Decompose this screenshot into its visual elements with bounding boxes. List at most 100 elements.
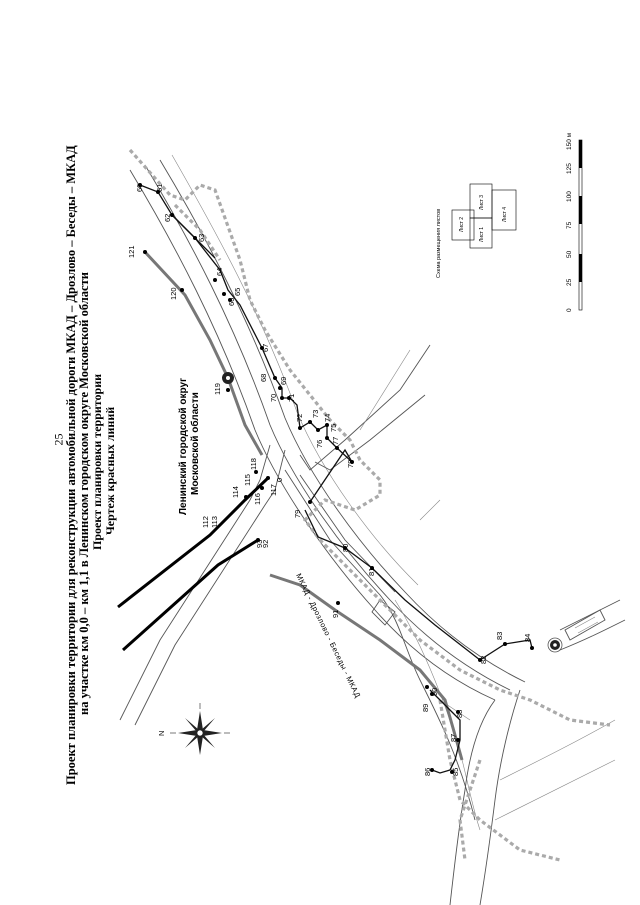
control-point — [266, 476, 270, 480]
sheet-label: Лист 3 — [479, 195, 485, 210]
project-boundary — [128, 148, 611, 862]
control-point — [180, 288, 184, 292]
control-point — [244, 495, 248, 499]
control-point — [456, 710, 460, 714]
control-point — [156, 190, 160, 194]
control-point — [260, 486, 264, 490]
control-point — [336, 601, 340, 605]
point-label: 77 — [331, 437, 340, 445]
point-label: 112 — [201, 516, 210, 528]
control-point — [503, 642, 507, 646]
scale-bar: 0 25 50 75 100 125 150 м — [566, 132, 583, 312]
scale-tick: 100 — [566, 191, 573, 202]
sheet-scheme-title: Схема размещения листов — [436, 209, 442, 278]
point-label: 85 — [451, 768, 460, 776]
point-label: 88 — [455, 710, 464, 718]
control-point — [143, 250, 147, 254]
station-marker-center — [553, 643, 557, 647]
control-point — [193, 236, 197, 240]
point-label: 65 — [233, 288, 242, 296]
scale-tick: 0 — [566, 308, 573, 312]
compass-rose-icon: N — [157, 703, 230, 755]
control-point — [316, 428, 320, 432]
control-point — [226, 388, 230, 392]
point-label: 113 — [210, 516, 219, 528]
road-label: МКАД - Дрозлово - Беседы - МКАД — [294, 572, 362, 699]
control-point — [213, 278, 217, 282]
scale-tick: 75 — [566, 221, 573, 229]
district-label-line-1: Ленинский городской округ — [178, 378, 189, 515]
title-line-1: Проект планировки территории для реконст… — [64, 145, 78, 785]
point-label: 87 — [449, 734, 458, 742]
point-label: 116 — [253, 493, 262, 505]
control-point — [425, 685, 429, 689]
scale-tick: 25 — [566, 278, 573, 286]
control-point — [256, 538, 260, 542]
sheet-scheme: Схема размещения листов Лист 2 Лист 3 Ли… — [436, 183, 517, 278]
control-point — [222, 292, 226, 296]
control-point — [228, 298, 232, 302]
point-label: 61 — [155, 184, 164, 192]
control-point — [450, 770, 454, 774]
point-label: 70 — [269, 394, 278, 402]
control-point — [308, 420, 312, 424]
point-label: 62 — [163, 214, 172, 222]
control-point — [335, 446, 339, 450]
control-point — [530, 646, 534, 650]
point-label: 121 — [127, 245, 136, 258]
point-label: 90 — [430, 688, 439, 696]
point-label: 60 — [135, 184, 144, 192]
compass-north-label: N — [157, 731, 166, 736]
point-label: 80 — [341, 544, 350, 552]
title-block: Проект планировки территории для реконст… — [64, 145, 117, 785]
point-label: 73 — [311, 410, 320, 418]
point-label: 76 — [315, 440, 324, 448]
point-label: 115 — [243, 474, 252, 486]
point-label: 66 — [227, 298, 236, 306]
point-label: 63 — [197, 234, 206, 242]
control-point — [280, 396, 284, 400]
point-label: 68 — [259, 374, 268, 382]
scale-tick: 125 — [566, 163, 573, 174]
point-label: 117 — [269, 484, 278, 496]
control-point — [278, 386, 282, 390]
point-labels: 60 61 62 63 64 65 66 67 68 69 70 71 72 7… — [127, 184, 532, 776]
control-point — [308, 500, 312, 504]
point-label: 83 — [495, 632, 504, 640]
scale-tick: 50 — [566, 250, 573, 258]
control-point — [350, 460, 354, 464]
title-line-2: на участке км 0,0 – км 1,1 в Ленинском г… — [77, 272, 91, 715]
point-label: 81 — [367, 568, 376, 576]
point-label: 75 — [329, 424, 338, 432]
district-label-line-2: Московской области — [189, 392, 201, 495]
scale-tick: 150 м — [566, 132, 573, 150]
control-point — [430, 692, 434, 696]
control-point — [273, 376, 277, 380]
sheet-label: Лист 1 — [479, 227, 485, 242]
point-label: 0 — [275, 478, 284, 482]
point-label: 78 — [346, 460, 355, 468]
control-point — [287, 396, 291, 400]
district-label: Ленинский городской округ Московской обл… — [178, 378, 201, 515]
point-label: 82 — [479, 656, 488, 664]
control-point — [325, 436, 329, 440]
control-point — [456, 738, 460, 742]
point-label: 72 — [295, 414, 304, 422]
sheet-label: Лист 2 — [459, 217, 465, 232]
point-label: 74 — [323, 414, 332, 422]
point-label: 114 — [231, 486, 240, 498]
point-label: 64 — [215, 268, 224, 276]
control-point — [260, 346, 264, 350]
point-label: 118 — [249, 458, 258, 470]
point-label: 92 — [261, 540, 270, 548]
sheet-label: Лист 4 — [502, 207, 508, 222]
control-points — [138, 183, 560, 774]
control-point — [343, 546, 347, 550]
title-line-4: Чертеж красных линий — [103, 407, 117, 535]
point-label: 93 — [255, 540, 264, 548]
point-label: 79 — [293, 510, 302, 518]
title-line-3: Проект планировки территории — [90, 374, 104, 550]
control-point — [138, 183, 142, 187]
